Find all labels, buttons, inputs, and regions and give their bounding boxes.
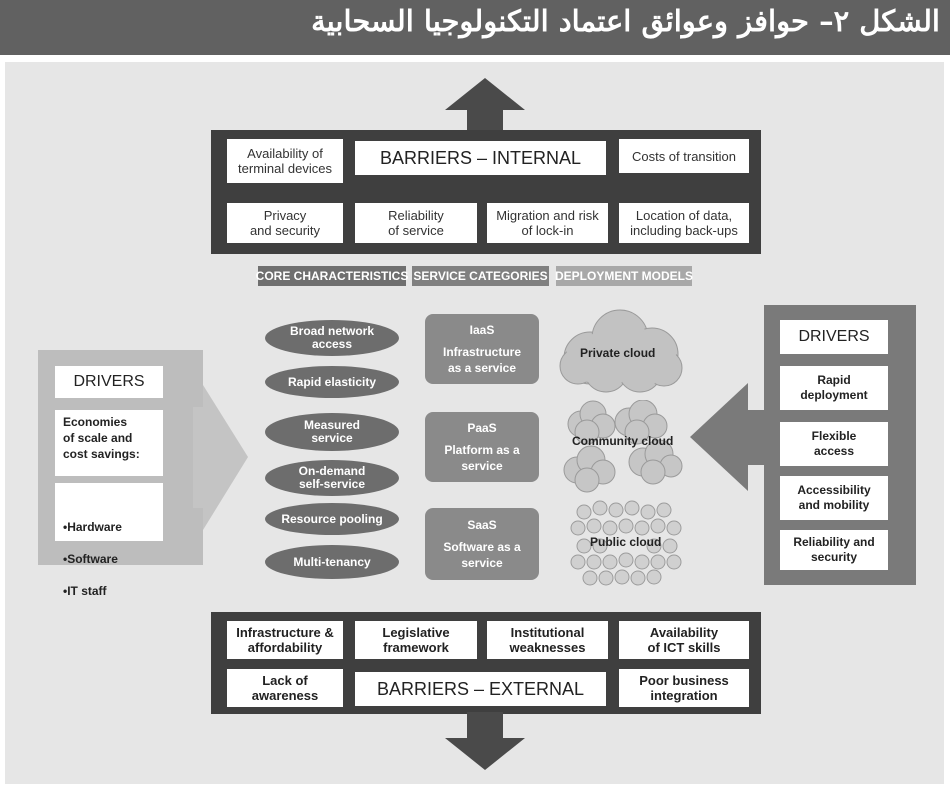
service-iaas-desc: Infrastructure as a service [442, 345, 522, 375]
service-paas-desc: Platform as a service [444, 443, 520, 473]
core-measured-service: Measured service [265, 413, 399, 451]
barrier-lack-awareness: Lack of awareness [227, 669, 343, 707]
barrier-migration-lockin: Migration and risk of lock-in [487, 203, 608, 243]
service-saas: SaaS Software as a service [425, 508, 539, 580]
barrier-legislative-framework: Legislative framework [355, 621, 477, 659]
barriers-internal-title: BARRIERS – INTERNAL [355, 141, 606, 175]
service-saas-desc: Software as a service [443, 540, 521, 570]
drivers-left-bullets: Hardware Software IT staff [55, 483, 163, 598]
public-cloud-label: Public cloud [590, 535, 662, 549]
figure-header: الشكل ٢– حوافز وعوائق اعتماد التكنولوجيا… [0, 0, 950, 55]
figure-title: الشكل ٢– حوافز وعوائق اعتماد التكنولوجيا… [311, 4, 940, 38]
service-saas-name: SaaS [467, 518, 497, 532]
service-paas: PaaS Platform as a service [425, 412, 539, 482]
barriers-external-title: BARRIERS – EXTERNAL [355, 672, 606, 706]
up-arrow-icon [445, 78, 525, 138]
tag-core-characteristics: CORE CHARACTERISTICS [256, 266, 408, 286]
driver-accessibility-mobility: Accessibility and mobility [780, 476, 888, 520]
barrier-reliability-service: Reliability of service [355, 203, 477, 243]
private-cloud-icon [559, 309, 683, 393]
barrier-institutional-weaknesses: Institutional weaknesses [487, 621, 608, 659]
driver-reliability-security: Reliability and security [780, 530, 888, 570]
barrier-poor-business-integration: Poor business integration [619, 669, 749, 707]
community-cloud-icon [563, 400, 683, 493]
barrier-privacy-security: Privacy and security [227, 203, 343, 243]
drivers-left-heading: Economies of scale and cost savings: [55, 410, 163, 476]
tag-service-categories: SERVICE CATEGORIES [412, 266, 549, 286]
driver-rapid-deployment: Rapid deployment [780, 366, 888, 410]
service-paas-name: PaaS [467, 421, 497, 435]
barrier-costs-transition: Costs of transition [619, 139, 749, 173]
driver-flexible-access: Flexible access [780, 422, 888, 466]
down-arrow-icon [445, 712, 525, 770]
public-cloud-icon [570, 500, 682, 586]
core-rapid-elasticity: Rapid elasticity [265, 366, 399, 398]
barrier-terminal-devices: Availability of terminal devices [227, 139, 343, 183]
core-multi-tenancy: Multi-tenancy [265, 545, 399, 579]
drivers-left-title: DRIVERS [55, 366, 163, 398]
barrier-ict-skills: Availability of ICT skills [619, 621, 749, 659]
private-cloud-label: Private cloud [580, 346, 656, 360]
bullet-item: Software [63, 551, 155, 567]
core-resource-pooling: Resource pooling [265, 503, 399, 535]
bullet-item: Hardware [63, 519, 155, 535]
community-cloud-label: Community cloud [572, 434, 674, 448]
core-on-demand-self-service: On-demand self-service [265, 460, 399, 496]
barrier-infrastructure-affordability: Infrastructure & affordability [227, 621, 343, 659]
service-iaas-name: IaaS [469, 323, 495, 337]
tag-deployment-models: DEPLOYMENT MODELS [555, 266, 693, 286]
drivers-right-title: DRIVERS [780, 320, 888, 354]
service-iaas: IaaS Infrastructure as a service [425, 314, 539, 384]
bullet-item: IT staff [63, 583, 155, 599]
core-broad-network-access: Broad network access [265, 320, 399, 356]
barrier-location-data: Location of data, including back-ups [619, 203, 749, 243]
